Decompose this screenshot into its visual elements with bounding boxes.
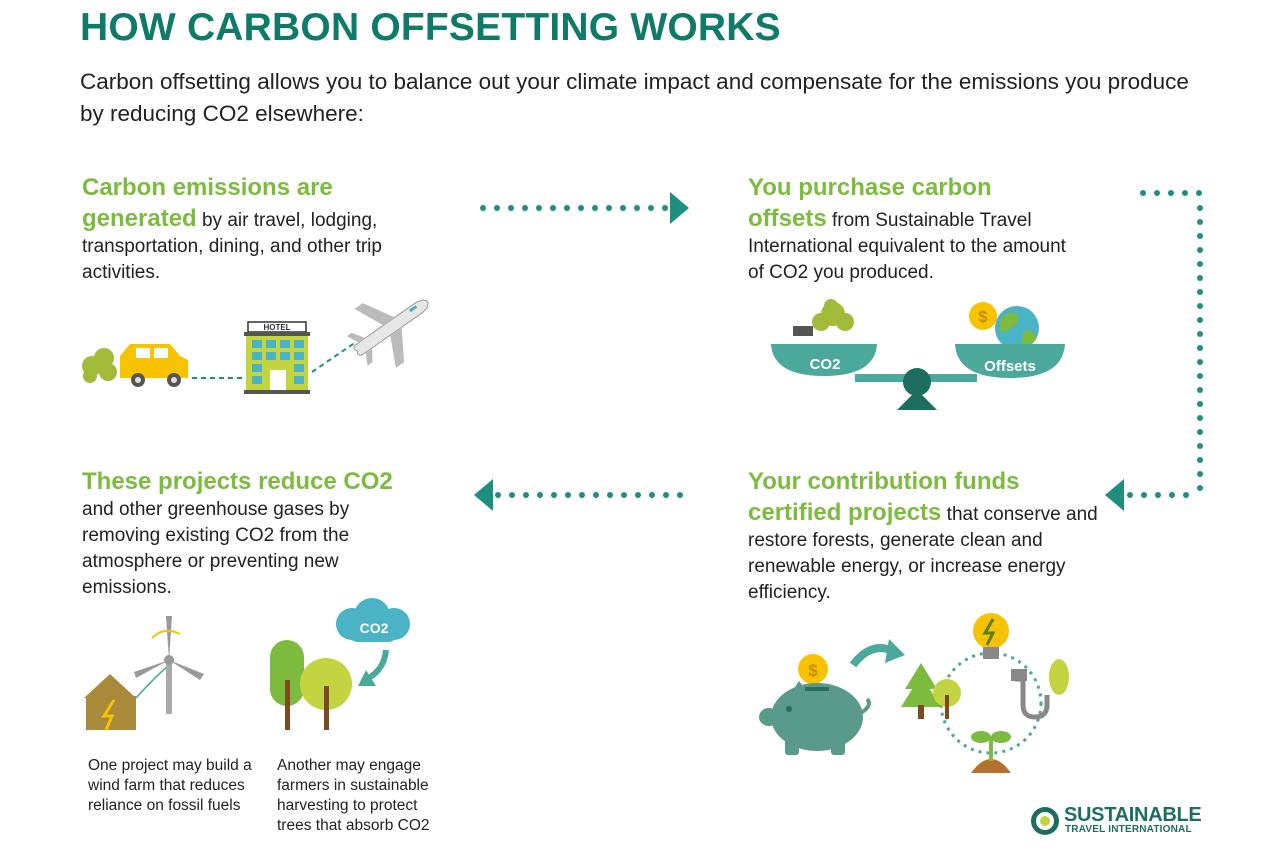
sprout-icon xyxy=(971,731,1011,773)
plug-icon xyxy=(1011,659,1069,720)
pine-tree-icon xyxy=(901,663,961,719)
arrow-right-top xyxy=(480,192,689,224)
step-reduce: These projects reduce CO2 and other gree… xyxy=(82,466,422,601)
step-funds: Your contribution funds certified projec… xyxy=(748,466,1098,606)
coin-icon: $ xyxy=(798,654,828,684)
step-funds-highlight: Your contribution funds certified projec… xyxy=(748,468,1020,526)
arrow-left-bottom xyxy=(474,479,683,511)
logo-main-text: SUSTAINABLE xyxy=(1064,804,1202,826)
co2-cloud-icon: CO2 xyxy=(336,598,410,642)
step-purchase-highlight: You purchase carbon offsets xyxy=(748,174,992,232)
step-reduce-text: and other greenhouse gases by removing e… xyxy=(82,499,350,598)
scale-illustration: $ CO2 Offsets xyxy=(771,299,1065,410)
scale-base xyxy=(897,390,937,410)
car-icon xyxy=(120,344,188,387)
exhaust-pipe-icon xyxy=(793,299,854,336)
globe-icon xyxy=(995,306,1039,350)
step-emissions-highlight: Carbon emissions are generated xyxy=(82,174,333,232)
tree-icon xyxy=(270,640,352,730)
step-funds-text: that conserve and restore forests, gener… xyxy=(748,504,1098,603)
house-icon xyxy=(84,674,136,731)
caption-farmers: Another may engage farmers in sustainabl… xyxy=(277,757,430,834)
intro-text: Carbon offsetting allows you to balance … xyxy=(80,69,1189,126)
coin-icon: $ xyxy=(969,302,997,330)
piggy-bank-icon xyxy=(759,681,871,755)
sustainable-travel-logo: SUSTAINABLE TRAVEL INTERNATIONAL xyxy=(1030,804,1205,838)
step-reduce-highlight: These projects reduce CO2 xyxy=(82,468,393,495)
exhaust-cloud-icon xyxy=(82,348,117,383)
caption-wind-farm: One project may build a wind farm that r… xyxy=(88,757,252,814)
scale-left-label: CO2 xyxy=(810,356,841,373)
emissions-illustration: HOTEL xyxy=(82,299,429,394)
co2-cloud-label: CO2 xyxy=(360,620,389,636)
arrow-down-right xyxy=(1105,190,1203,511)
scale-left-pan xyxy=(771,344,877,376)
scale-right-label: Offsets xyxy=(984,358,1036,375)
step-emissions-text: by air travel, lodging, transportation, … xyxy=(82,210,382,283)
hotel-sign: HOTEL xyxy=(263,323,290,332)
wind-turbine-icon xyxy=(134,616,204,714)
step-purchase: You purchase carbon offsets from Sustain… xyxy=(748,172,1068,286)
step-purchase-text: from Sustainable Travel International eq… xyxy=(748,210,1066,283)
coin-symbol: $ xyxy=(979,309,988,326)
hotel-icon: HOTEL xyxy=(244,321,310,394)
projects-illustration: $ xyxy=(759,613,1069,773)
airplane-icon xyxy=(346,299,429,368)
logo-sub-text: TRAVEL INTERNATIONAL xyxy=(1065,824,1192,835)
page-title: HOW CARBON OFFSETTING WORKS xyxy=(80,6,781,49)
step-emissions: Carbon emissions are generated by air tr… xyxy=(82,172,442,286)
scale-right-pan xyxy=(955,344,1065,378)
svg-text:$: $ xyxy=(808,661,818,680)
reduce-illustration: CO2 xyxy=(84,598,410,731)
light-bulb-icon xyxy=(973,613,1009,659)
logo-swirl-icon xyxy=(1031,807,1059,835)
